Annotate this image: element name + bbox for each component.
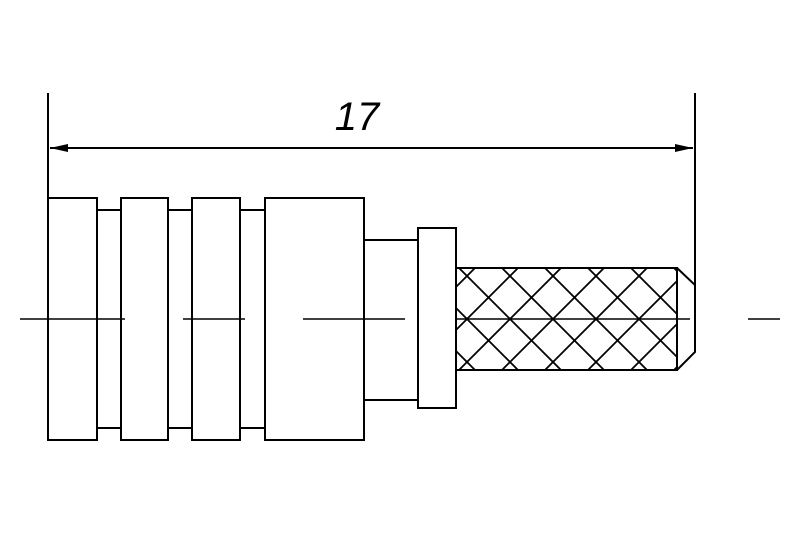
body-ring (120, 197, 169, 441)
hatch-line (456, 268, 476, 289)
dimension: 17 (47, 93, 696, 300)
body-step (363, 239, 419, 401)
hatch-line (630, 322, 677, 370)
flange (417, 227, 457, 409)
hatch-line (456, 349, 476, 370)
hatch-line (630, 268, 677, 316)
dimension-label: 17 (335, 95, 381, 139)
pin-chamfer (676, 267, 696, 371)
